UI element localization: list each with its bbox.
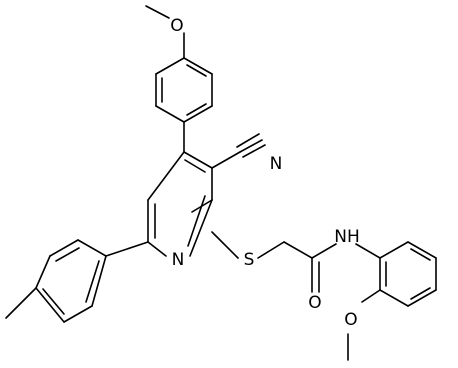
amide-bonds — [311, 243, 381, 293]
nitrile-nitrogen-label: N — [270, 154, 283, 174]
anisidine-ring-bonds — [347, 241, 437, 361]
pyridine-nitrogen-label: N — [172, 250, 185, 270]
pyridine-ring-bonds — [147, 151, 213, 257]
amide-nh-label: NH — [334, 227, 360, 247]
methoxy-top-oxygen-label: O — [170, 16, 183, 36]
tolyl-ring-bonds — [5, 239, 149, 323]
carbonyl-oxygen-label: O — [308, 293, 321, 313]
methoxyphenyl-ring-bonds — [155, 57, 213, 123]
top-methoxy-bonds — [145, 5, 185, 59]
nitrile-bonds — [211, 133, 266, 169]
thioether-bonds — [211, 231, 313, 259]
methoxy-bottom-oxygen-label: O — [344, 310, 357, 330]
thioether-sulfur-label: S — [244, 250, 255, 270]
